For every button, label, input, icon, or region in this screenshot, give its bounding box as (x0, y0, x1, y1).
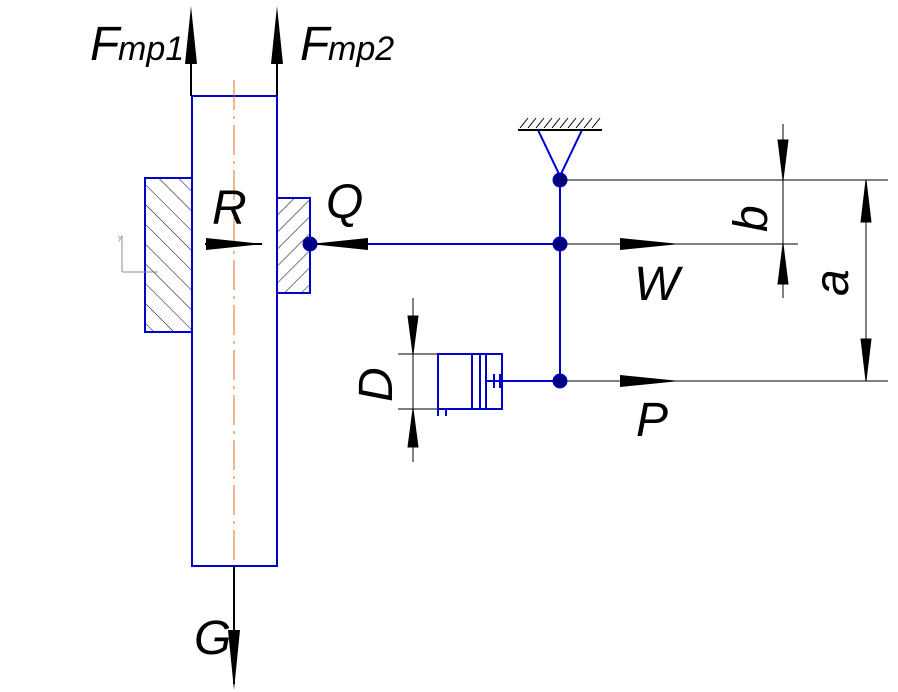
label-q: Q (326, 176, 363, 229)
label-w: W (634, 258, 684, 311)
reaction-arrow-r (205, 238, 264, 250)
label-a: a (806, 269, 859, 296)
joint-cylinder (552, 373, 568, 389)
pneumatic-cylinder (437, 353, 560, 416)
label-fmp1-main: F (90, 18, 122, 71)
friction-label-2: F mp2 (300, 18, 394, 71)
gravity-arrow (228, 566, 240, 690)
force-arrow-w (560, 238, 798, 250)
dimension-b (560, 124, 888, 298)
vertical-rod (191, 80, 278, 590)
dimension-a (680, 179, 888, 382)
joint-link (552, 236, 568, 252)
coordinate-axes-icon: y (118, 233, 158, 273)
fixed-pivot-support (518, 117, 602, 179)
joints (302, 172, 568, 389)
label-p: P (636, 394, 668, 447)
label-g: G (194, 612, 231, 665)
friction-label-1: F mp1 (90, 18, 184, 71)
friction-arrow-1 (185, 6, 197, 96)
label-fmp2-sub: mp2 (328, 30, 394, 68)
svg-text:y: y (118, 233, 122, 242)
left-clamp-block (144, 177, 193, 333)
joint-pad (302, 236, 318, 252)
force-arrow-p (560, 375, 680, 387)
friction-arrow-2 (271, 6, 283, 96)
label-fmp1-sub: mp1 (118, 30, 184, 68)
dimension-d (398, 298, 438, 462)
label-d: D (350, 367, 403, 402)
label-r: R (212, 182, 247, 235)
force-arrow-q (310, 238, 368, 250)
label-fmp2-main: F (300, 18, 332, 71)
label-b: b (725, 205, 778, 232)
